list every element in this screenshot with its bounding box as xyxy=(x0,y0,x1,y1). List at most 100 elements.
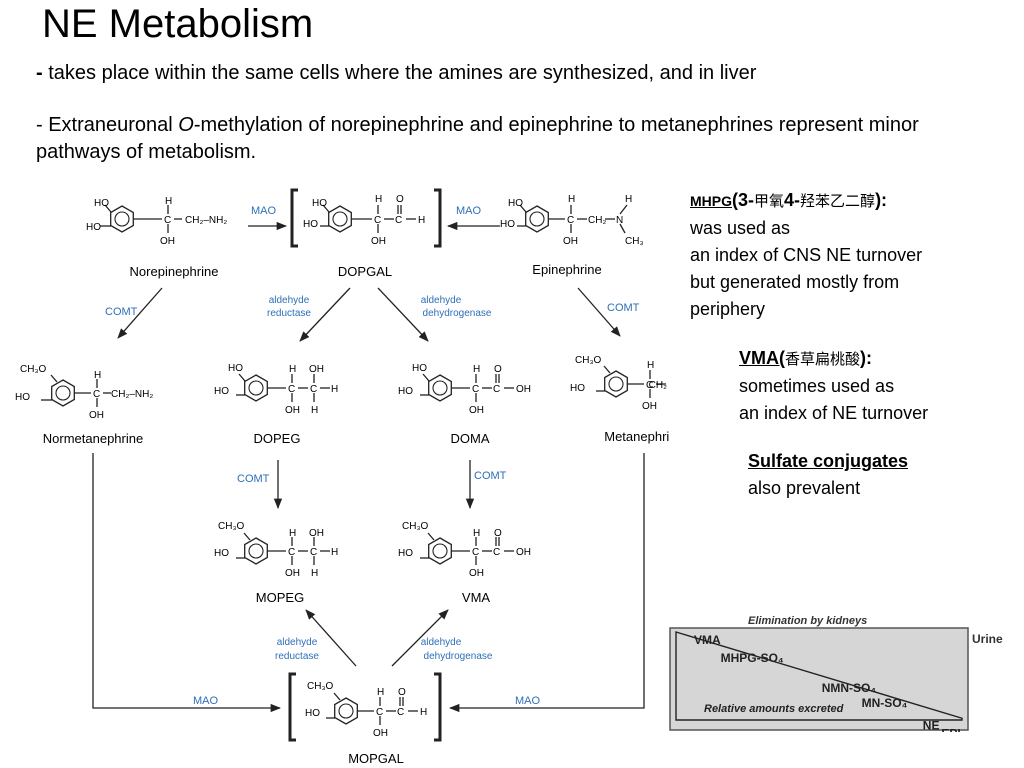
compound-epinephrine: Epinephrine xyxy=(532,262,601,277)
chart-category-label: NMN-SO₄ xyxy=(822,681,877,695)
bullet-text-post: -methylation of norepinephrine and epine… xyxy=(36,114,919,163)
mhpg-paren-close: ): xyxy=(875,190,888,210)
note-line: periphery xyxy=(690,299,766,319)
arrow-mopgal-to-vma xyxy=(391,609,449,667)
elimination-chart: Elimination by kidneys Urine VMAMHPG-SO₄… xyxy=(669,615,1003,732)
chart-title: Elimination by kidneys xyxy=(748,615,867,627)
bullet-text-italic: O xyxy=(178,114,194,136)
chart-category-label: MN-SO₄ xyxy=(862,696,908,710)
arrow-ne-to-nmn xyxy=(117,287,163,339)
atom-label: CH₃O xyxy=(575,355,602,366)
atom-label: OH xyxy=(516,384,531,395)
chart-category-label: VMA xyxy=(694,633,721,647)
atom-label: H xyxy=(331,384,338,395)
molecule-epinephrine xyxy=(517,204,628,234)
atom-label: OH xyxy=(371,236,386,247)
atom-label: C xyxy=(164,215,171,226)
note-line: but generated mostly from xyxy=(690,272,900,292)
atom-label: H xyxy=(375,194,382,205)
slide-title: NE Metabolism xyxy=(42,2,314,46)
atom-label: C xyxy=(374,215,381,226)
chart-area-shape xyxy=(675,631,963,721)
atom-label: OH xyxy=(309,528,324,539)
note-sulfate: Sulfate conjugates also prevalent xyxy=(748,448,908,502)
enzyme-mao: MAO xyxy=(251,205,277,217)
atom-label: H xyxy=(377,687,384,698)
atom-label: H xyxy=(473,528,480,539)
compound-dopgal: DOPGAL xyxy=(338,264,392,279)
atom-label: HO xyxy=(398,548,413,559)
atom-label: H xyxy=(289,528,296,539)
atom-label: OH xyxy=(160,236,175,247)
atom-label: HO xyxy=(214,386,229,397)
vma-abbr: VMA( xyxy=(739,348,785,368)
molecule-mopeg xyxy=(236,532,330,565)
atom-label: CH₃O xyxy=(218,521,245,532)
note-line: also prevalent xyxy=(748,478,861,498)
atom-label: OH xyxy=(642,401,657,412)
arrow-mn-to-mopgal xyxy=(448,453,645,713)
atom-label: C xyxy=(397,707,404,718)
molecule-mopgal xyxy=(326,692,418,725)
compound-norepinephrine: Norepinephrine xyxy=(130,264,219,279)
mhpg-num1: 3- xyxy=(738,190,755,210)
bullet-o-methylation: - Extraneuronal O-methylation of norepin… xyxy=(36,112,996,166)
atom-label: HO xyxy=(500,219,515,230)
atom-label: H xyxy=(568,194,575,205)
atom-label: HO xyxy=(228,363,243,374)
chart-category-label: NE xyxy=(923,718,940,732)
compound-metanephrine: Metanephrine xyxy=(604,429,670,444)
atom-label: H xyxy=(420,707,427,718)
atom-label: C xyxy=(493,547,500,558)
note-sulfate-heading: Sulfate conjugates xyxy=(748,451,909,471)
compound-mopgal: MOPGAL xyxy=(348,751,404,766)
atom-label: HO xyxy=(86,222,101,233)
atom-label: HO xyxy=(570,383,585,394)
molecule-dopgal xyxy=(320,204,416,233)
atom-label: H xyxy=(647,360,654,371)
compound-dopeg: DOPEG xyxy=(254,431,301,446)
bullet-text-pre: - Extraneuronal xyxy=(36,114,179,136)
arrow-dopgal-to-dopeg xyxy=(299,287,351,342)
atom-label: CH₃O xyxy=(402,521,429,532)
atom-label: CH₃ xyxy=(625,236,644,247)
atom-label: CH₂ xyxy=(588,215,606,226)
atom-label: C xyxy=(376,707,383,718)
atom-label: HO xyxy=(508,198,523,209)
atom-label: H xyxy=(311,568,318,579)
atom-label: HO xyxy=(15,392,30,403)
atom-label: O xyxy=(398,687,406,698)
molecule-normetanephrine xyxy=(41,374,111,407)
atom-label: HO xyxy=(305,708,320,719)
molecule-dopeg xyxy=(236,373,330,402)
vma-cn: 香草扁桃酸 xyxy=(785,351,861,368)
mhpg-paren-open: ( xyxy=(732,190,738,210)
atom-label: CH₃O xyxy=(307,681,334,692)
compound-normetanephrine: Normetanephrine xyxy=(43,431,143,446)
atom-label: H xyxy=(418,215,425,226)
vma-paren-close: ): xyxy=(860,348,873,368)
compound-vma: VMA xyxy=(462,590,491,605)
note-line: sometimes used as xyxy=(739,376,895,396)
atom-label: OH xyxy=(285,405,300,416)
arrow-mopgal-to-mopeg xyxy=(305,609,357,667)
enzyme-comt: COMT xyxy=(474,470,507,482)
atom-label: C xyxy=(288,547,295,558)
atom-label: O xyxy=(494,528,502,539)
atom-label: C xyxy=(472,547,479,558)
atom-label: C xyxy=(567,215,574,226)
note-line: an index of NE turnover xyxy=(739,403,929,423)
note-vma-heading: VMA(香草扁桃酸): xyxy=(739,345,928,373)
bullet-dash: - xyxy=(36,62,43,84)
atom-label: C xyxy=(472,384,479,395)
chart-category-label: MHPG-SO₄ xyxy=(721,651,784,665)
atom-label: OH xyxy=(309,364,324,375)
atom-label: HO xyxy=(94,198,109,209)
note-line: was used as xyxy=(690,218,791,238)
note-mhpg-heading: MHPG(3-甲氧4-羟苯乙二醇): xyxy=(690,187,922,215)
enzyme-dehydrogenase: dehydrogenase xyxy=(423,308,492,319)
atom-label: C xyxy=(288,384,295,395)
molecule-vma xyxy=(420,532,514,565)
atom-label: C xyxy=(646,380,653,391)
atom-label: CH₂–NH₂ xyxy=(111,389,153,400)
